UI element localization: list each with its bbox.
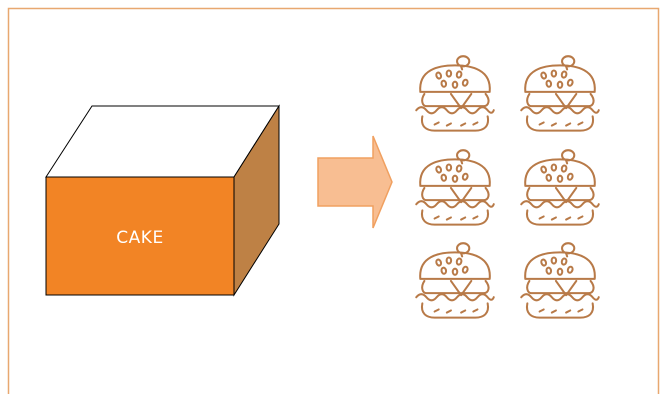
cake-label: CAKE — [116, 228, 163, 248]
burger-icon — [521, 56, 599, 130]
right-arrow — [318, 136, 392, 228]
burger-grid — [416, 56, 599, 317]
burger-icon — [521, 243, 599, 317]
cake-box: CAKE — [46, 106, 279, 295]
burger-icon — [521, 150, 599, 224]
burger-icon — [416, 56, 494, 130]
burger-icon — [416, 243, 494, 317]
burger-icon — [416, 150, 494, 224]
